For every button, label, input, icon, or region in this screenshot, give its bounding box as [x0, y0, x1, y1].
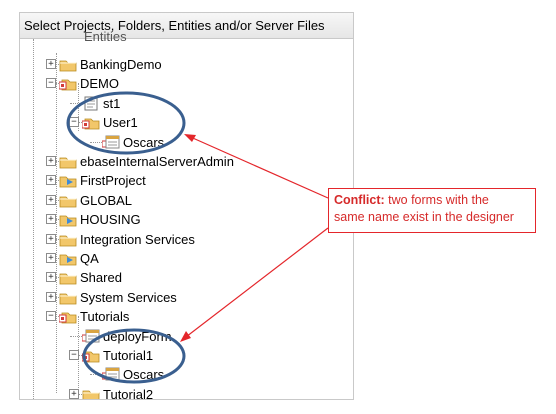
- tree-item-label[interactable]: BankingDemo: [80, 57, 162, 72]
- tree-item-label[interactable]: DEMO: [80, 76, 119, 92]
- conflict-text-line2: same name exist in the designer: [334, 210, 514, 224]
- folder-icon: [59, 290, 77, 305]
- arrow-head-lower: [180, 331, 191, 342]
- folder-icon: [59, 270, 77, 285]
- form-icon: [101, 135, 120, 150]
- tree-expander-button[interactable]: −: [69, 350, 79, 360]
- tree-item-label[interactable]: QA: [80, 251, 99, 266]
- tree-expander-button[interactable]: +: [46, 194, 56, 205]
- tree-item-label[interactable]: Tutorial1: [103, 348, 154, 363]
- tree-item-label[interactable]: Shared: [80, 270, 122, 286]
- project-folder-icon: [58, 76, 77, 91]
- tree-expander-button[interactable]: −: [46, 78, 56, 89]
- folder-icon: [59, 57, 77, 72]
- folder-icon: [59, 193, 77, 208]
- highlight-ring-user1: [66, 91, 186, 155]
- panel-title: Select Projects, Folders, Entities and/o…: [20, 13, 353, 39]
- arrow-line-lower: [181, 227, 329, 341]
- tree-item-partial-label: Entities: [84, 29, 127, 44]
- tree-expander-button[interactable]: +: [46, 253, 56, 263]
- highlight-ring-tutorial1: [82, 328, 186, 384]
- tree-item-label[interactable]: st1: [103, 95, 121, 111]
- conflict-text-line1: two forms with the: [384, 193, 489, 207]
- tree-item-label[interactable]: GLOBAL: [80, 192, 133, 208]
- tree-expander-button[interactable]: −: [46, 311, 56, 322]
- folder-icon: [59, 154, 77, 169]
- tree-item-label[interactable]: Tutorial2: [103, 386, 154, 400]
- tree-expander-button[interactable]: +: [46, 175, 56, 186]
- conflict-label: Conflict:: [334, 193, 385, 207]
- tree-item-label[interactable]: ebaseInternalServerAdmin: [80, 154, 234, 169]
- tree-expander-button[interactable]: +: [46, 59, 56, 69]
- tree-expander-button[interactable]: +: [46, 233, 56, 244]
- tree-connector: [70, 335, 82, 337]
- folder-icon: [59, 232, 77, 247]
- folder-icon: [82, 387, 100, 399]
- blue-folder-icon: [59, 173, 77, 188]
- tree-connector: [90, 141, 102, 143]
- tree-expander-button[interactable]: +: [46, 156, 56, 166]
- project-folder-icon: [81, 115, 100, 130]
- project-folder-icon: [58, 309, 77, 324]
- tree-expander-button[interactable]: +: [46, 291, 56, 302]
- tree-expander-button[interactable]: +: [46, 214, 56, 225]
- tree-item-label[interactable]: FirstProject: [80, 173, 146, 189]
- tree-guide-line: [56, 53, 57, 393]
- tree-item-label[interactable]: System Services: [80, 289, 177, 305]
- tree-connector: [70, 102, 82, 104]
- arrow-head-upper: [184, 134, 196, 142]
- tree-item-label[interactable]: User1: [103, 115, 138, 131]
- tree-item-label[interactable]: Integration Services: [80, 231, 195, 247]
- tree-item-label[interactable]: Tutorials: [80, 309, 130, 325]
- tree-connector: [90, 374, 102, 376]
- tree-expander-button[interactable]: +: [46, 272, 56, 283]
- blue-folder-icon: [59, 212, 77, 227]
- tree-item-label[interactable]: Oscars: [123, 134, 165, 150]
- conflict-annotation: Conflict: two forms with the same name e…: [328, 188, 536, 233]
- tree-item-label[interactable]: HOUSING: [80, 212, 141, 228]
- tree-guide-line: [33, 39, 34, 399]
- arrow-line-upper: [185, 134, 329, 199]
- tree-expander-button[interactable]: +: [69, 388, 79, 399]
- blue-folder-icon: [59, 251, 77, 266]
